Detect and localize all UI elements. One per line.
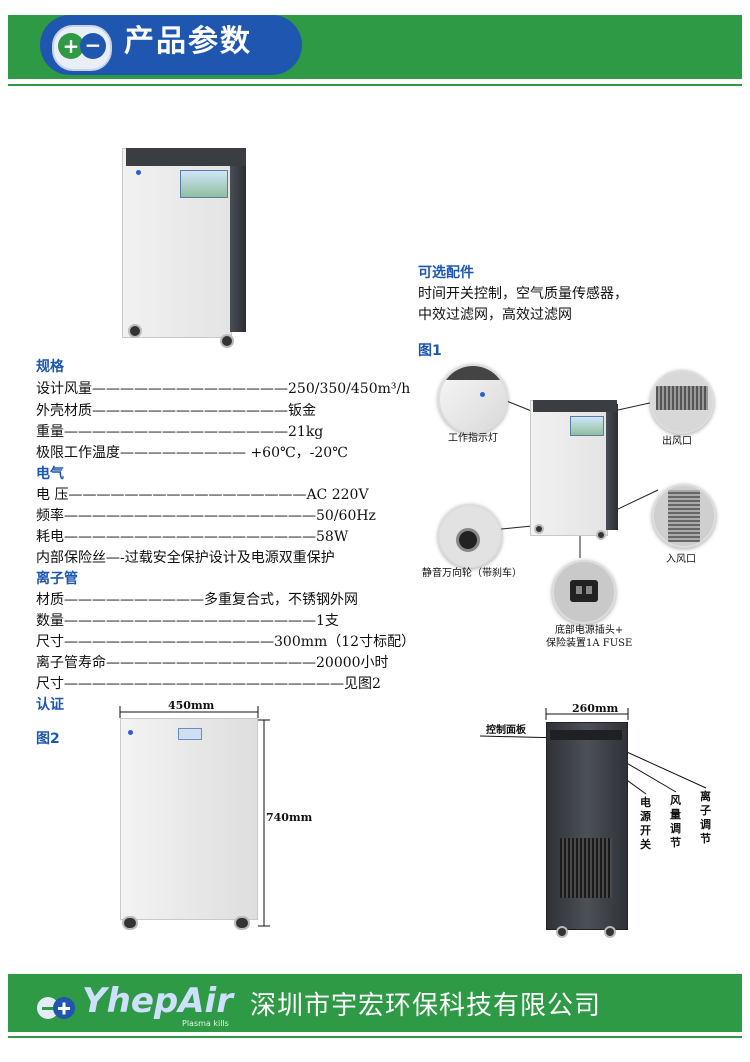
figure-2-front: 450mm 740mm <box>110 696 330 936</box>
spec-temperature: 极限工作温度————————— +60℃，-20℃ <box>36 445 348 461</box>
caster-wheel-photo <box>438 504 502 568</box>
figure-2-back: 260mm 控制面板 电源开关 风量调节 离子调节 <box>480 700 740 946</box>
plus-icon: + <box>58 33 84 59</box>
plus-minus-icon: + − <box>52 25 112 71</box>
figure1-machine <box>530 400 618 540</box>
air-outlet-photo <box>650 370 714 434</box>
spec-voltage: 电 压—————————————————AC 220V <box>36 487 369 503</box>
wheel-label: 静音万向轮（带刹车） <box>422 568 522 579</box>
inlet-label: 入风口 <box>666 554 696 565</box>
page-title: 产品参数 <box>124 24 252 59</box>
power-label: 底部电源插头+ 保险装置1A FUSE <box>546 625 633 649</box>
spec-air-volume: 设计风量——————————————250/350/450m³/h <box>36 381 411 397</box>
electrical-heading: 电气 <box>36 466 64 482</box>
cert-heading: 认证 <box>36 697 64 713</box>
ion-heading: 离子管 <box>36 571 78 587</box>
header-divider <box>8 84 742 86</box>
spec-ion-count: 数量——————————————————1支 <box>36 613 339 629</box>
brand-tagline: Plasma kills <box>182 1019 229 1028</box>
spec-ion-life: 离子管寿命———————————————20000小时 <box>36 655 389 671</box>
label-ion-adjust: 离子调节 <box>700 790 711 845</box>
label-power-switch: 电源开关 <box>640 796 651 851</box>
label-fan-speed: 风量调节 <box>670 794 681 849</box>
accessories-heading: 可选配件 <box>418 265 474 281</box>
spec-weight: 重量————————————————21kg <box>36 424 324 440</box>
spec-frequency: 频率——————————————————50/60Hz <box>36 508 376 524</box>
width-dimension: 450mm <box>168 699 215 712</box>
indicator-label: 工作指示灯 <box>448 433 498 444</box>
fig1-heading: 图1 <box>418 343 442 359</box>
company-name: 深圳市宇宏环保科技有限公司 <box>250 991 602 1021</box>
brand-logo: YhepAir <box>82 981 233 1021</box>
control-panel-label: 控制面板 <box>486 725 526 736</box>
footer-band <box>8 974 742 1032</box>
minus-icon: − <box>80 33 106 59</box>
spec-fuse: 内部保险丝—-过载安全保护设计及电源双重保护 <box>36 550 335 566</box>
spec-housing: 外壳材质——————————————钣金 <box>36 403 316 419</box>
spec-heading: 规格 <box>36 359 64 375</box>
spec-ion-size: 尺寸———————————————300mm（12寸标配） <box>36 634 416 650</box>
accessories-line-2: 中效过滤网，高效过滤网 <box>418 307 572 323</box>
footer-divider <box>8 1036 742 1038</box>
air-inlet-photo <box>652 484 716 548</box>
accessories-line-1: 时间开关控制，空气质量传感器， <box>418 286 628 302</box>
product-photo <box>122 148 248 348</box>
power-plug-photo <box>552 560 616 624</box>
dimension-lines <box>119 706 270 927</box>
height-dimension: 740mm <box>266 811 313 824</box>
figure-1: 工作指示灯 出风口 入风口 静音万向轮（带刹车） 底部电源插头+ 保险装置1A … <box>420 360 720 660</box>
spec-power: 耗电——————————————————58W <box>36 529 349 545</box>
fig2-heading: 图2 <box>36 731 60 747</box>
logo-icon <box>37 997 75 1019</box>
spec-dimension: 尺寸————————————————————见图2 <box>36 676 381 692</box>
indicator-light-photo <box>438 364 508 434</box>
spec-ion-material: 材质——————————多重复合式，不锈钢外网 <box>36 592 358 608</box>
depth-dimension: 260mm <box>572 702 619 715</box>
outlet-label: 出风口 <box>662 436 692 447</box>
